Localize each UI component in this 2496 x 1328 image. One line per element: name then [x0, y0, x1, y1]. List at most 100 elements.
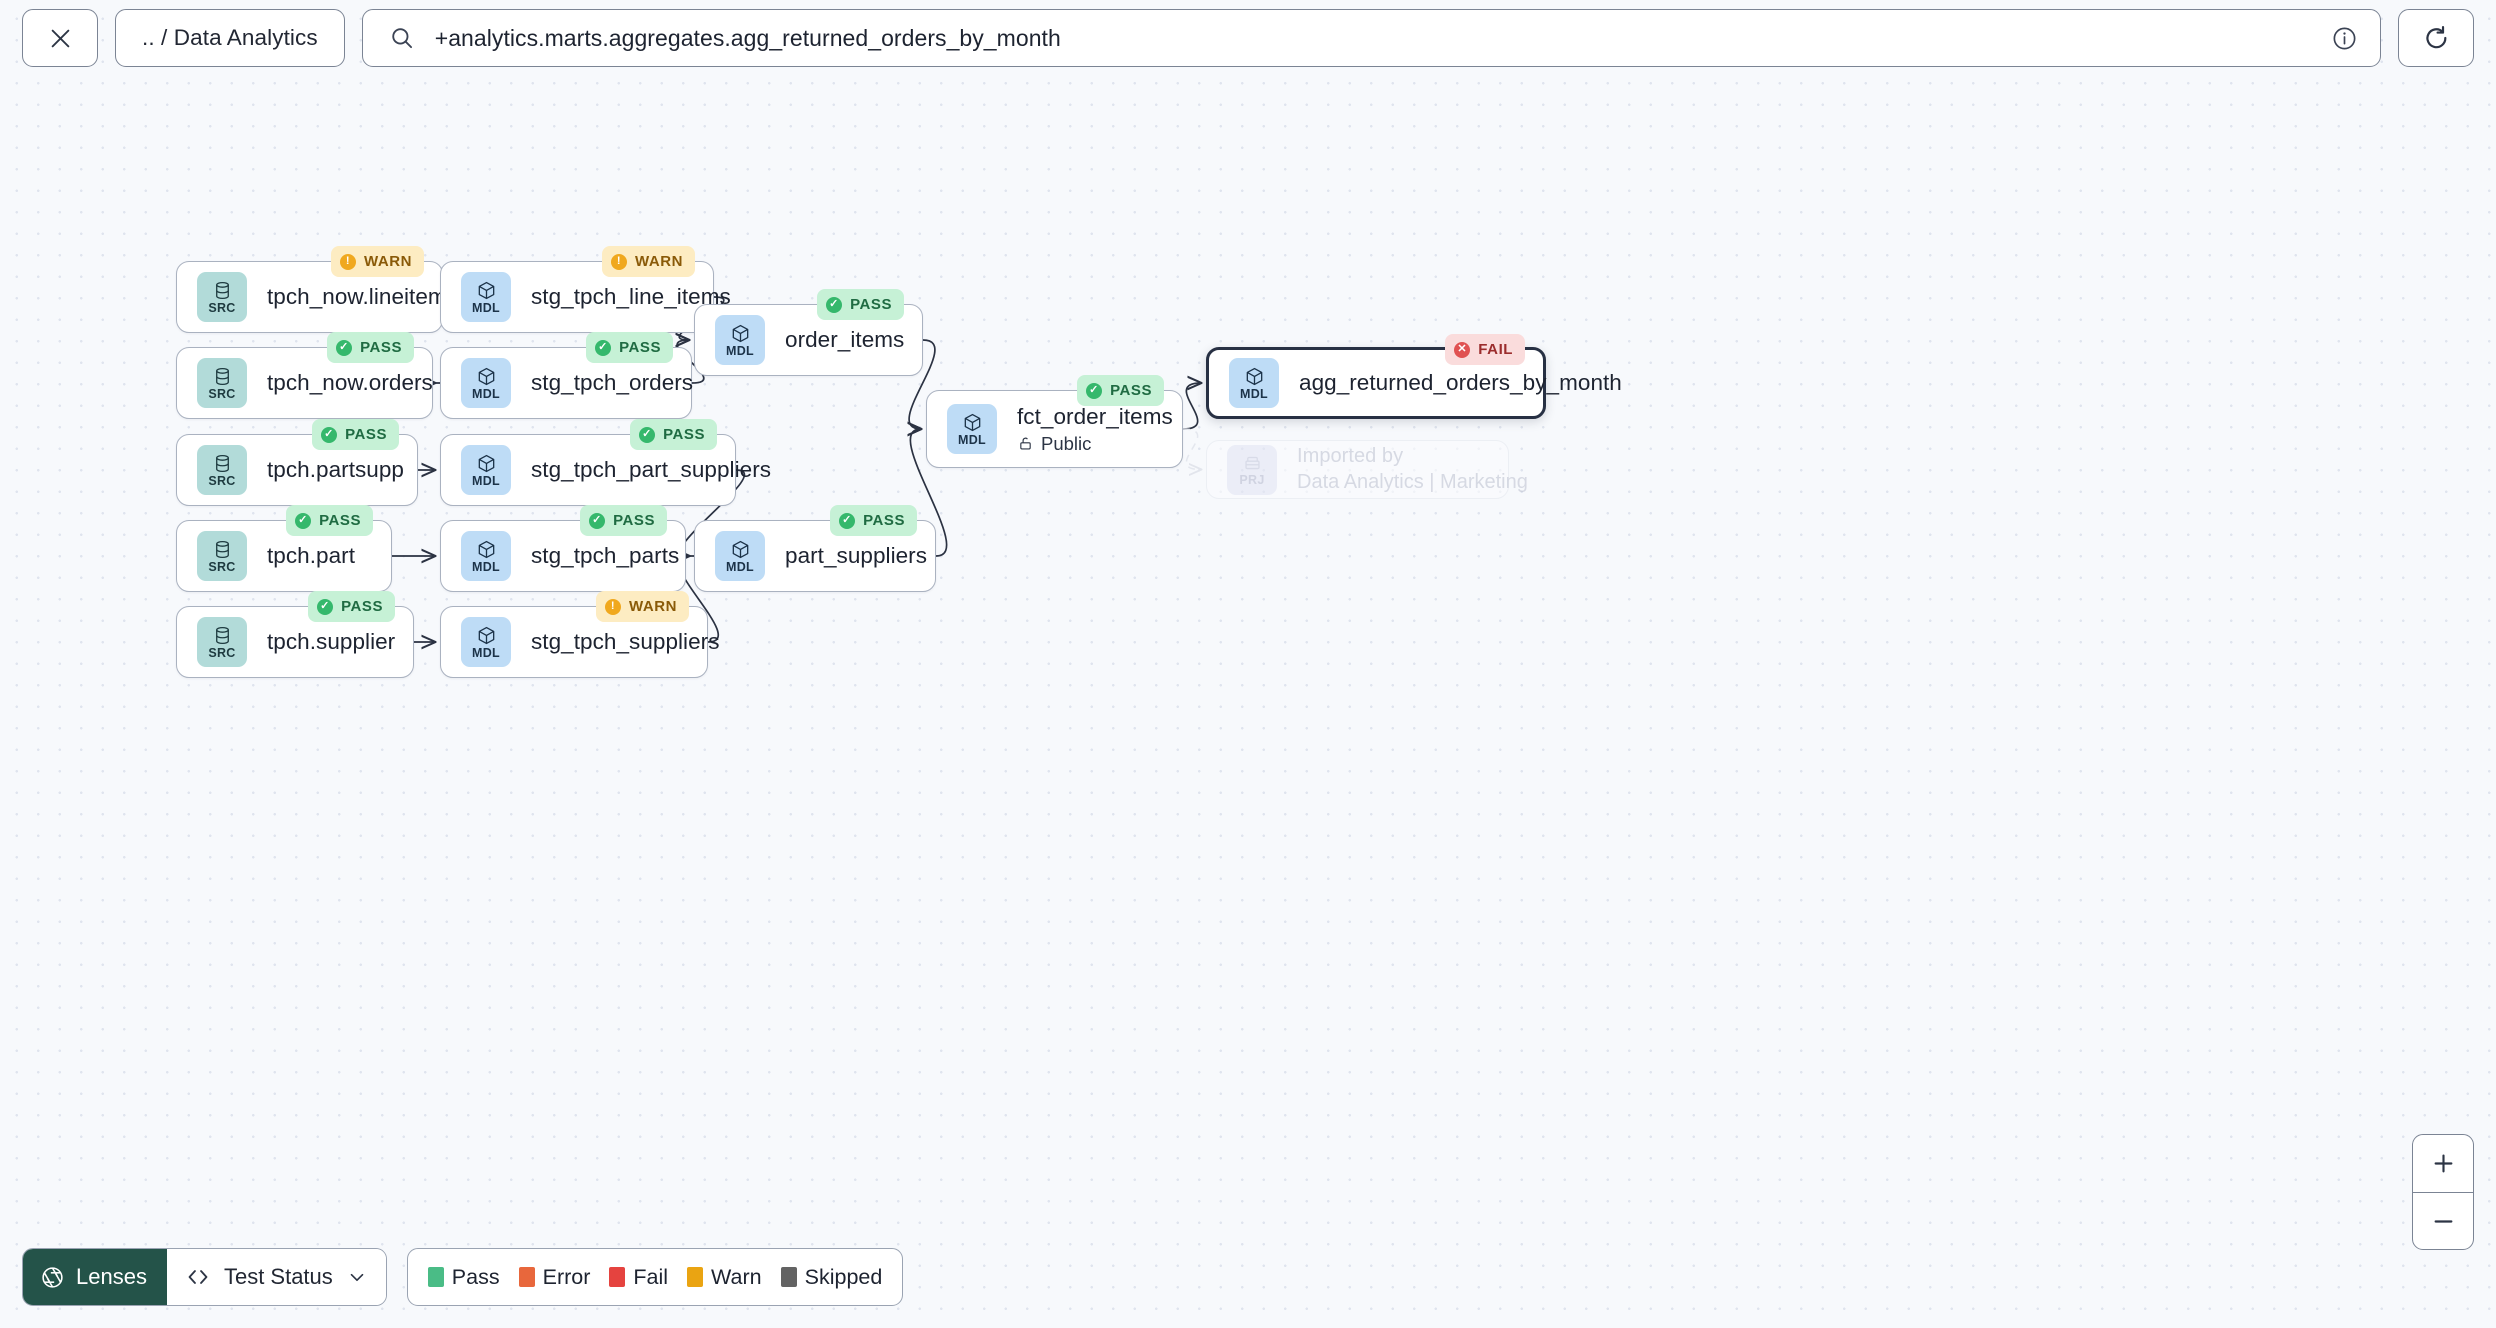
status-badge[interactable]: ✓ PASS: [312, 419, 399, 450]
breadcrumb-label: .. / Data Analytics: [142, 25, 318, 50]
legend-item[interactable]: Pass: [427, 1264, 500, 1290]
node-type-badge: MDL: [1229, 358, 1279, 408]
graph-node[interactable]: ✓ PASS SRC tpch.supplier: [176, 591, 414, 678]
legend-swatch-icon: [780, 1267, 797, 1287]
node-type-badge: PRJ: [1227, 444, 1277, 495]
legend-item[interactable]: Skipped: [780, 1264, 883, 1290]
node-title: stg_tpch_orders: [531, 370, 694, 396]
status-badge[interactable]: ! WARN: [330, 246, 424, 277]
status-badge-label: WARN: [628, 598, 677, 615]
node-title: stg_tpch_parts: [531, 543, 680, 569]
node-type-label: MDL: [726, 343, 754, 358]
cube-icon: [478, 540, 494, 558]
node-type-label: SRC: [208, 300, 236, 315]
node-type-badge: MDL: [461, 358, 511, 408]
status-dot-icon: ✓: [336, 339, 353, 356]
status-badge-label: WARN: [634, 253, 683, 270]
database-icon: [215, 626, 229, 644]
close-icon: [51, 29, 69, 47]
status-badge-label: PASS: [850, 296, 892, 313]
refresh-button[interactable]: [2398, 9, 2474, 67]
graph-node[interactable]: ! WARN SRC tpch_now.lineitem: [176, 246, 447, 333]
status-badge[interactable]: ✓ PASS: [630, 419, 717, 450]
database-icon: [215, 281, 229, 299]
status-badge[interactable]: ✓ PASS: [580, 505, 667, 536]
graph-node[interactable]: ✓ PASS SRC tpch.part: [176, 505, 392, 592]
graph-node[interactable]: ✓ PASS SRC tpch.partsupp: [176, 419, 418, 506]
status-badge[interactable]: ✓ PASS: [830, 505, 917, 536]
node-body: Imported by Data Analytics | Marketing: [1297, 445, 1528, 494]
info-icon[interactable]: [2331, 25, 2358, 52]
node-title: tpch.supplier: [267, 629, 396, 655]
status-badge[interactable]: ✓ PASS: [586, 332, 673, 363]
status-dot-icon: ✓: [317, 598, 334, 615]
graph-node[interactable]: ✓ PASS MDL fct_order_items Public: [926, 375, 1183, 468]
search-input[interactable]: +analytics.marts.aggregates.agg_returned…: [434, 24, 1061, 51]
graph-node[interactable]: ✓ PASS MDL stg_tpch_parts: [440, 505, 686, 592]
status-badge-label: PASS: [360, 339, 402, 356]
status-badge[interactable]: ✓ PASS: [817, 289, 904, 320]
graph-node[interactable]: ! WARN MDL stg_tpch_suppliers: [440, 591, 719, 678]
node-body: fct_order_items Public: [1017, 404, 1173, 454]
status-badge[interactable]: ! WARN: [601, 246, 695, 277]
status-badge-label: PASS: [319, 512, 361, 529]
node-body: tpch_now.orders: [267, 370, 433, 396]
graph-node[interactable]: ✕ FAIL MDL agg_returned_orders_by_month: [1206, 334, 1622, 419]
lenses-button[interactable]: Lenses: [23, 1249, 167, 1305]
legend-swatch-icon: [518, 1267, 535, 1287]
status-badge-label: PASS: [1110, 382, 1152, 399]
status-badge[interactable]: ✕ FAIL: [1445, 334, 1525, 365]
node-type-label: MDL: [472, 300, 500, 315]
status-badge[interactable]: ! WARN: [595, 591, 689, 622]
cube-icon: [478, 281, 494, 299]
graph-node[interactable]: ✓ PASS MDL stg_tpch_part_suppliers: [440, 419, 771, 506]
test-status-dropdown[interactable]: Test Status: [166, 1249, 386, 1305]
breadcrumb[interactable]: .. / Data Analytics: [115, 9, 345, 67]
close-button[interactable]: [22, 9, 98, 67]
legend-label: Skipped: [804, 1264, 883, 1289]
legend-item[interactable]: Error: [518, 1264, 591, 1290]
graph-node[interactable]: ✓ PASS MDL stg_tpch_orders: [440, 332, 694, 419]
node-type-label: SRC: [208, 645, 236, 660]
legend-item[interactable]: Fail: [609, 1265, 668, 1290]
node-body: stg_tpch_part_suppliers: [531, 457, 771, 483]
node-body: tpch.part: [267, 543, 355, 569]
status-dot-icon: ✓: [639, 426, 656, 443]
status-dot-icon: ✓: [839, 512, 856, 529]
status-badge[interactable]: ✓ PASS: [286, 505, 373, 536]
status-dot-icon: ✓: [589, 512, 606, 529]
node-type-badge: MDL: [715, 315, 765, 365]
unlock-icon: [1020, 437, 1031, 450]
status-badge[interactable]: ✓ PASS: [308, 591, 395, 622]
search-bar[interactable]: +analytics.marts.aggregates.agg_returned…: [361, 9, 2381, 67]
status-dot-icon: ✓: [1086, 382, 1103, 399]
cube-icon: [732, 540, 748, 558]
legend-swatch-icon: [427, 1267, 444, 1287]
zoom-out-button[interactable]: [2413, 1192, 2473, 1249]
status-badge[interactable]: ✓ PASS: [1077, 375, 1164, 406]
node-type-badge: MDL: [461, 617, 511, 667]
node-type-label: MDL: [472, 386, 500, 401]
node-type-label: MDL: [472, 559, 500, 574]
node-body: agg_returned_orders_by_month: [1299, 370, 1622, 396]
graph-node[interactable]: ✓ PASS MDL part_suppliers: [694, 505, 936, 592]
legend-label: Fail: [633, 1264, 669, 1289]
graph-node[interactable]: ✓ PASS MDL order_items: [694, 289, 923, 376]
status-badge[interactable]: ✓ PASS: [327, 332, 414, 363]
legend-label: Pass: [451, 1264, 500, 1289]
node-subtitle: Data Analytics | Marketing: [1297, 471, 1528, 493]
node-body: tpch.supplier: [267, 629, 395, 655]
legend-item[interactable]: Warn: [687, 1265, 762, 1290]
graph-node[interactable]: ! WARN MDL stg_tpch_line_items: [440, 246, 731, 333]
legend-label: Error: [542, 1264, 591, 1289]
node-type-badge: MDL: [461, 531, 511, 581]
node-type-badge: MDL: [947, 404, 997, 454]
zoom-in-button[interactable]: [2413, 1135, 2473, 1192]
status-badge-label: PASS: [663, 426, 705, 443]
node-type-label: MDL: [958, 432, 986, 447]
graph-node[interactable]: ✓ PASS SRC tpch_now.orders: [176, 332, 433, 419]
zoom-controls: [2412, 1134, 2474, 1250]
node-type-label: SRC: [208, 559, 236, 574]
